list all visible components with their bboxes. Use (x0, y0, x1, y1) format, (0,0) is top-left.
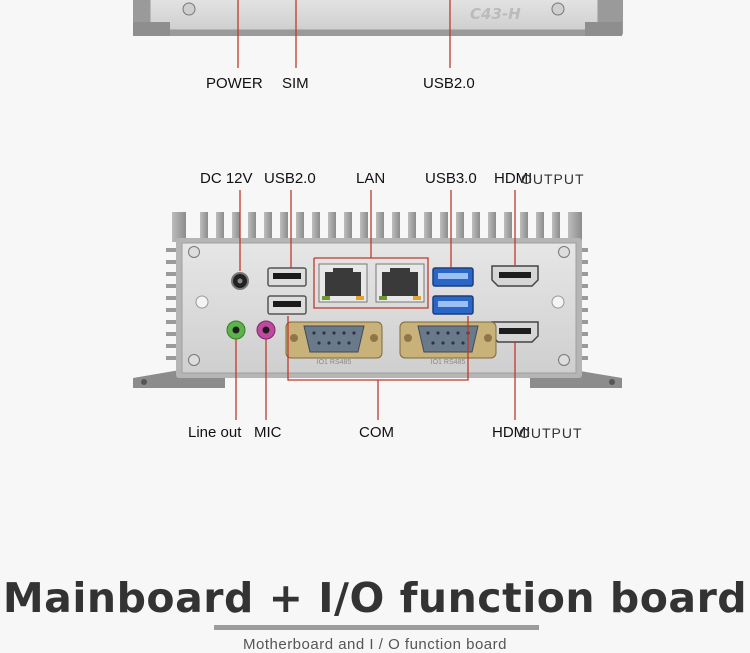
label-hdmi-bottom-output: OUTPUT (519, 425, 583, 441)
label-com: COM (359, 424, 394, 441)
lan-port-1 (318, 263, 368, 303)
label-mic: MIC (254, 424, 282, 441)
label-power: POWER (206, 75, 263, 92)
com2-print: IO1 RS485 (431, 359, 466, 366)
com1-print: IO1 RS485 (317, 359, 352, 366)
title-underline (214, 625, 539, 630)
top-callout-lines (237, 0, 451, 68)
hdmi-port-2 (491, 321, 539, 343)
label-hdmi-top: HDMI (494, 170, 533, 187)
com-port-1: IO1 RS485 (285, 321, 383, 366)
label-lan: LAN (356, 170, 386, 187)
label-usb-top: USB2.0 (423, 75, 475, 92)
top-device: C43-H (133, 0, 623, 36)
label-usb2: USB2.0 (264, 170, 316, 187)
label-dc: DC 12V (200, 170, 253, 187)
label-hdmi-bottom: HDMI (492, 424, 531, 441)
rear-callout-lines (235, 190, 516, 420)
label-hdmi-top-output: OUTPUT (521, 171, 585, 187)
rear-device: IO1 RS485 IO1 RS485 (133, 212, 622, 388)
model-text: C43-H (470, 5, 521, 23)
label-usb3: USB3.0 (425, 170, 477, 187)
hdmi-port-1 (491, 265, 539, 287)
label-sim: SIM (282, 75, 309, 92)
page-subtitle: Motherboard and I / O function board (243, 636, 507, 653)
com-port-2: IO1 RS485 (399, 321, 497, 366)
lan-port-2 (375, 263, 425, 303)
label-lineout: Line out (188, 424, 242, 441)
page-title: Mainboard + I/O function board (2, 574, 748, 622)
